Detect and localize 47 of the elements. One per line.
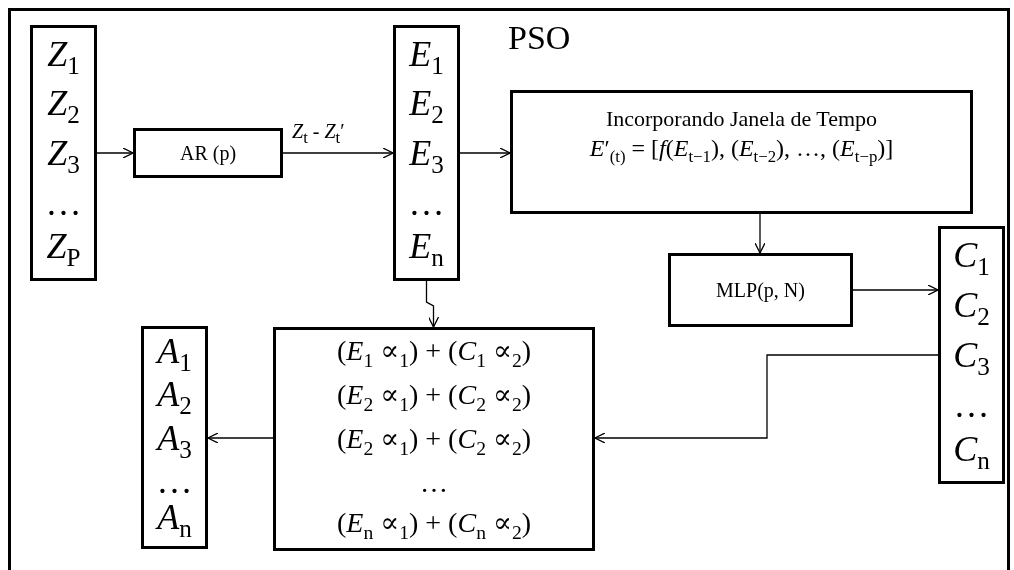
sequence-item: Z$_{3}$: [47, 135, 80, 178]
process-box: [510, 90, 973, 214]
sequence-item: …: [953, 387, 990, 424]
sequence-item: Z$_{2}$: [47, 85, 80, 128]
frame-heading: PSO: [508, 21, 571, 55]
formula-line: …: [420, 465, 448, 500]
process-frame: [8, 8, 1010, 570]
arrow: [852, 284, 939, 296]
sequence-item: A$_{3}$: [157, 419, 192, 462]
sequence-item: …: [156, 462, 193, 499]
sequence-item: …: [45, 184, 82, 221]
process-box: [668, 253, 853, 327]
formula-box: [273, 327, 595, 551]
sequence-item: …: [408, 184, 445, 221]
arrow: [96, 147, 134, 159]
process-box: [133, 128, 283, 178]
sequence-column: [938, 226, 1005, 484]
sequence-item: C$_{n}$: [953, 430, 990, 474]
arrow: [754, 213, 766, 254]
sequence-item: E$_{2}$: [409, 85, 444, 128]
formula-line: (E$_{n}$ ∝$_{1}$) + (C$_{n}$ ∝$_{2}$): [337, 506, 531, 545]
arrow: [594, 354, 939, 444]
formula-line: (E$_{2}$ ∝$_{1}$) + (C$_{2}$ ∝$_{2}$): [337, 421, 531, 461]
sequence-item: E$_{n}$: [409, 227, 444, 271]
sequence-item: A$_{1}$: [157, 333, 192, 376]
box-label: MLP(p, N): [716, 278, 805, 302]
sequence-item: C$_{2}$: [953, 286, 990, 330]
sequence-item: C$_{3}$: [953, 337, 990, 380]
sequence-item: Z$_{1}$: [47, 35, 80, 79]
sequence-item: A$_{n}$: [157, 499, 192, 542]
formula-line: E′$_{(t)}$ = [f(E$_{t−1}$), (E$_{t−2}$), …, (E$_{t−p}$)]: [589, 133, 894, 168]
sequence-column: [141, 326, 208, 549]
sequence-item: C$_{1}$: [953, 236, 990, 280]
arrow: [459, 147, 511, 159]
sequence-item: E$_{3}$: [409, 135, 444, 178]
formula-line: (E$_{2}$ ∝$_{1}$) + (C$_{2}$ ∝$_{2}$): [337, 377, 531, 417]
formula-line: (E$_{1}$ ∝$_{1}$) + (C$_{1}$ ∝$_{2}$): [337, 333, 531, 373]
box-label: Incorporando Janela de Tempo: [605, 105, 878, 133]
box-label: AR (p): [179, 141, 237, 165]
arrow: [282, 147, 394, 159]
sequence-column: [393, 25, 460, 281]
sequence-item: A$_{2}$: [157, 376, 192, 419]
sequence-item: Z$_{P}$: [46, 227, 81, 271]
sequence-column: [30, 25, 97, 281]
arrow: [425, 280, 440, 328]
arrow: [207, 432, 274, 444]
sequence-item: E$_{1}$: [409, 35, 444, 79]
